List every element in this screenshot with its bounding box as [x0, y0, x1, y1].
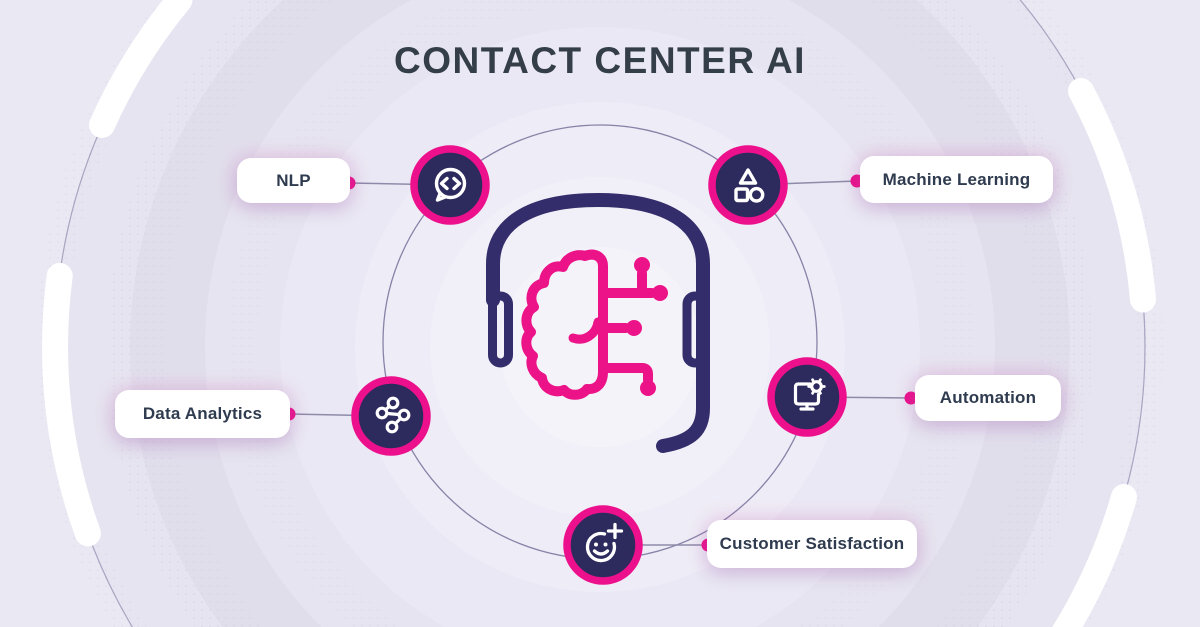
- outer-circle-dashes: [42, 0, 1156, 627]
- circuit-dot-2: [652, 285, 668, 301]
- node-ring-ml: [708, 145, 788, 225]
- label-data-analytics: Data Analytics: [115, 390, 290, 438]
- halftone-band-mid: [227, 0, 973, 627]
- dash-top-left: [89, 0, 193, 138]
- circuit-dot-1: [634, 257, 650, 273]
- network-nodes-icon: [351, 376, 431, 456]
- label-automation: Automation: [915, 375, 1061, 421]
- chat-code-icon: [410, 145, 490, 225]
- headset-band: [486, 192, 710, 453]
- halftone-band-outer: [107, 0, 1093, 627]
- dot-automation: [904, 391, 918, 405]
- dash-top-right: [1068, 78, 1156, 313]
- circuit-dot-4: [640, 380, 656, 396]
- brain-fold: [568, 317, 603, 344]
- label-customer-satisfaction: Customer Satisfaction: [707, 520, 917, 568]
- dash-bottom-right: [1052, 484, 1137, 627]
- label-machine-learning: Machine Learning: [860, 156, 1053, 203]
- label-nlp: NLP: [237, 158, 350, 203]
- node-ring-nlp: [410, 145, 490, 225]
- circuit-branches: [598, 268, 657, 385]
- headset-right-pad: [682, 291, 708, 368]
- dash-left: [42, 262, 101, 547]
- monitor-gear-icon: [767, 357, 847, 437]
- headset-brain-circuit-icon: [486, 192, 710, 453]
- headset-left-pad: [488, 291, 513, 368]
- circuit-branch-bottom: [598, 363, 653, 385]
- page-title: CONTACT CENTER AI: [394, 40, 806, 81]
- brain-outline: [521, 249, 608, 400]
- shapes-icon: [708, 145, 788, 225]
- node-ring-au: [767, 357, 847, 437]
- circuit-dots: [626, 257, 668, 396]
- smiley-plus-icon: [563, 505, 643, 585]
- circuit-dot-3: [626, 320, 642, 336]
- node-ring-cs: [563, 505, 643, 585]
- node-ring-da: [351, 376, 431, 456]
